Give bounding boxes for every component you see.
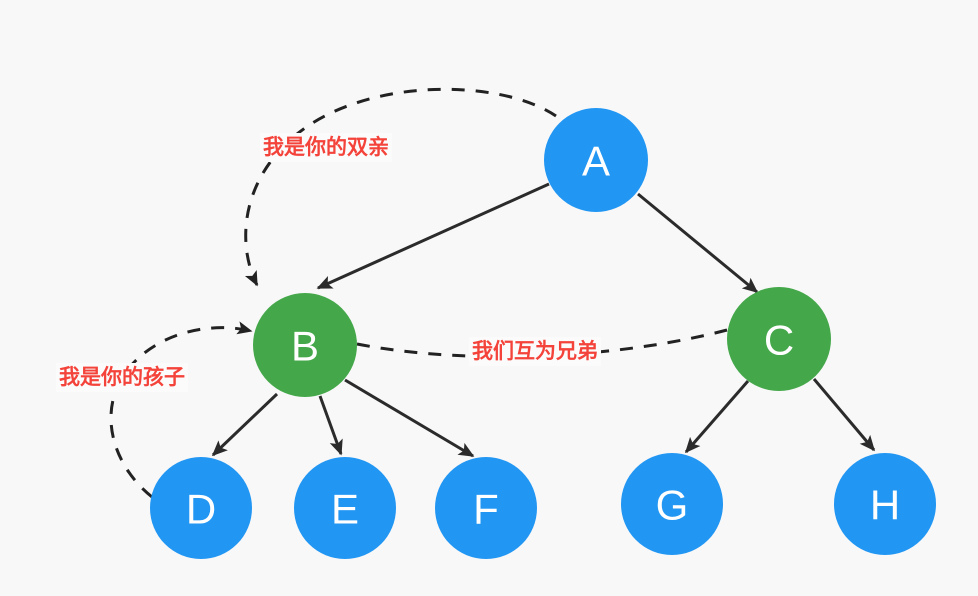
node-h-circle[interactable] bbox=[834, 453, 936, 555]
node-d[interactable]: D bbox=[150, 457, 252, 559]
annotation-label-child: 我是你的孩子 bbox=[56, 363, 188, 392]
node-f[interactable]: F bbox=[435, 457, 537, 559]
node-h[interactable]: H bbox=[834, 453, 936, 555]
tree-edge-b-f bbox=[344, 378, 475, 458]
node-b-circle[interactable] bbox=[253, 293, 357, 397]
tree-edge-c-h bbox=[812, 378, 876, 452]
tree-edge-b-e bbox=[318, 395, 343, 456]
node-e-circle[interactable] bbox=[294, 457, 396, 559]
tree-edge-b-d bbox=[211, 392, 279, 457]
node-group: A B C D E F G bbox=[150, 108, 936, 559]
annot-edge-parent bbox=[244, 87, 557, 287]
node-c[interactable]: C bbox=[727, 287, 831, 391]
node-c-circle[interactable] bbox=[727, 287, 831, 391]
tree-edge-a-c bbox=[637, 192, 759, 294]
node-f-circle[interactable] bbox=[435, 457, 537, 559]
node-d-circle[interactable] bbox=[150, 457, 252, 559]
tree-edge-c-g bbox=[684, 380, 750, 454]
node-b[interactable]: B bbox=[253, 293, 357, 397]
tree-edge-group bbox=[211, 182, 876, 458]
node-a[interactable]: A bbox=[544, 108, 648, 212]
node-g[interactable]: G bbox=[621, 453, 723, 555]
annotation-label-parent: 我是你的双亲 bbox=[260, 133, 392, 162]
annotation-label-sibling: 我们互为兄弟 bbox=[469, 337, 601, 366]
node-e[interactable]: E bbox=[294, 457, 396, 559]
node-g-circle[interactable] bbox=[621, 453, 723, 555]
tree-edge-a-b bbox=[316, 182, 550, 290]
node-a-circle[interactable] bbox=[544, 108, 648, 212]
